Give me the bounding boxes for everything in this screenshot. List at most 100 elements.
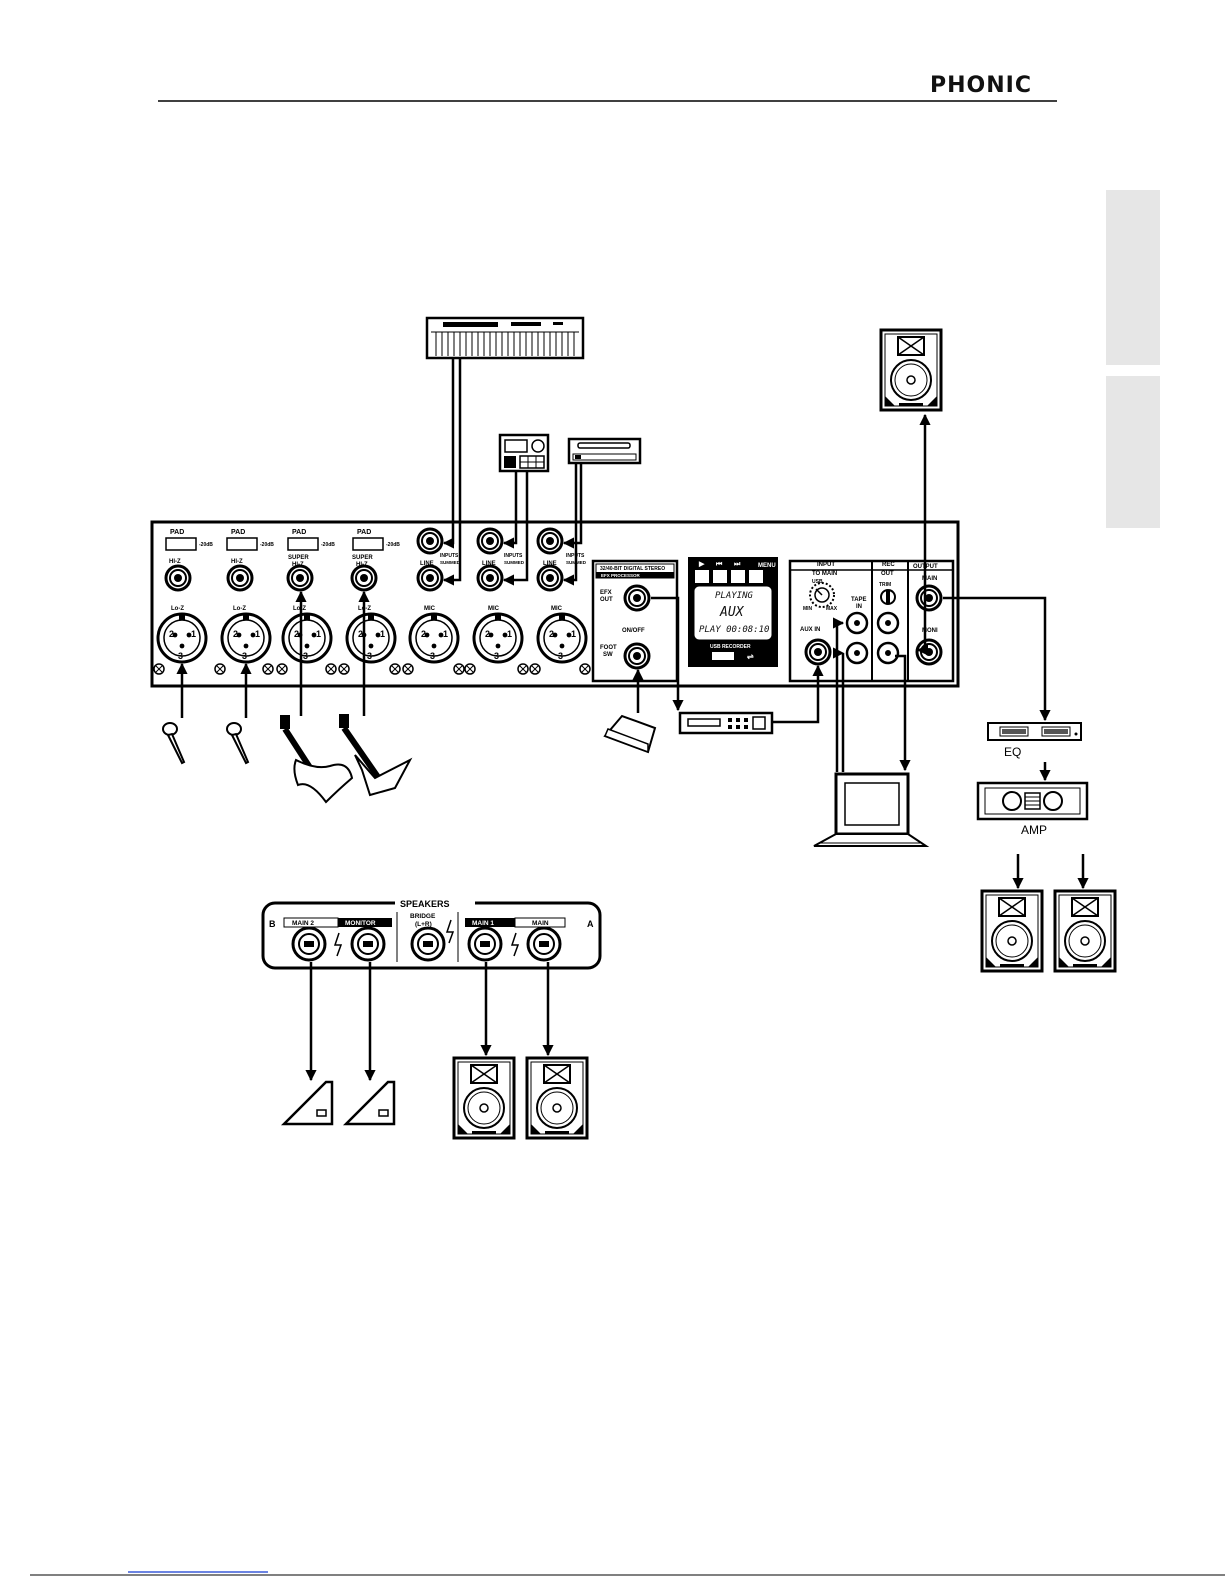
channel-4: PAD -20dB SUPER HI-Z Lo-Z — [338, 529, 401, 675]
prev-button[interactable] — [713, 570, 727, 583]
channel-a-label: A — [587, 919, 594, 929]
screw — [276, 663, 288, 675]
pad-switch[interactable] — [287, 537, 319, 551]
mic-label: MIC — [488, 606, 500, 612]
monitor-wedge-2 — [344, 1080, 396, 1126]
cd-player-device — [567, 437, 642, 465]
efx-out-jack[interactable] — [623, 584, 651, 612]
xlr-input[interactable] — [220, 612, 272, 664]
speakon-main1[interactable] — [467, 926, 503, 962]
screw — [262, 663, 274, 675]
efx-out-label: EFX — [600, 590, 612, 596]
drum-machine-device — [498, 433, 550, 473]
lcd-source: AUX — [719, 605, 745, 620]
mic-xlr[interactable] — [536, 612, 588, 664]
xlr-input[interactable] — [345, 612, 397, 664]
section-tab-lower — [1106, 376, 1160, 528]
rec-out-section: REC OUT TRIM — [876, 562, 900, 665]
screw — [517, 663, 529, 675]
effects-unit-device — [678, 711, 774, 735]
line-jack-right[interactable] — [476, 564, 504, 592]
hiz-jack[interactable] — [226, 564, 254, 592]
pad-value: -20dB — [386, 542, 400, 548]
line-label: LINE — [420, 561, 434, 567]
mic-xlr[interactable] — [472, 612, 524, 664]
usb-port[interactable] — [712, 652, 734, 660]
bridge-label: BRIDGE — [410, 913, 436, 920]
aux-in-jack[interactable] — [804, 638, 832, 666]
inputs-label: INPUTS — [440, 553, 459, 559]
super-hiz-jack[interactable] — [350, 564, 378, 592]
screw — [325, 663, 337, 675]
vocal-mic-1 — [162, 722, 186, 765]
screw — [338, 663, 350, 675]
bridge-label-2: (L+R) — [415, 921, 432, 928]
pad-switch[interactable] — [165, 537, 197, 551]
speakon-main2[interactable] — [291, 926, 327, 962]
screw — [214, 663, 226, 675]
speakon-bridge[interactable] — [410, 926, 446, 962]
amp-device — [976, 781, 1089, 821]
main1-label: MAIN 1 — [472, 920, 494, 927]
line-jack-left[interactable] — [536, 527, 564, 555]
lcd-status: PLAYING — [715, 591, 754, 601]
pad-switch[interactable] — [352, 537, 384, 551]
line-jack-left[interactable] — [416, 527, 444, 555]
usb-label: USB — [812, 579, 823, 585]
speakers-title: SPEAKERS — [400, 899, 450, 909]
speaker-output-panel: SPEAKERS B A MAIN 2 MONITOR MAIN 1 MAIN … — [261, 897, 602, 970]
hiz-jack[interactable] — [164, 564, 192, 592]
next-icon: ⏭ — [734, 561, 741, 568]
guitar-2 — [339, 714, 413, 797]
speakon-main[interactable] — [526, 926, 562, 962]
line-jack-right[interactable] — [536, 564, 564, 592]
main-a-label: MAIN — [532, 920, 549, 927]
channel-3: PAD -20dB SUPER HI-Z Lo-Z — [276, 529, 337, 675]
panel-speaker-main — [525, 1056, 589, 1140]
channel-2: PAD -20dB HI-Z Lo-Z — [214, 529, 274, 675]
pad-switch[interactable] — [226, 537, 258, 551]
tape-in-label: TAPE — [851, 597, 867, 603]
xlr-input[interactable] — [281, 612, 333, 664]
pad-label: PAD — [357, 529, 371, 536]
xlr-input[interactable] — [156, 612, 208, 664]
main-out-jack[interactable] — [915, 584, 943, 612]
menu-label: MENU — [758, 563, 776, 569]
next-button[interactable] — [731, 570, 745, 583]
super-label: SUPER — [288, 555, 309, 561]
screw — [529, 663, 541, 675]
aux-in-label: AUX IN — [800, 627, 820, 633]
foot-label: FOOT — [600, 645, 617, 651]
guitar-1 — [280, 715, 354, 804]
signal-cables — [176, 358, 1089, 1082]
vocal-mic-2 — [226, 722, 250, 765]
pad-label: PAD — [292, 529, 306, 536]
warning-bolt-icon — [445, 919, 455, 944]
panel-speaker-main1 — [452, 1056, 516, 1140]
mic-xlr[interactable] — [408, 612, 460, 664]
screw — [389, 663, 401, 675]
rec-out-label: REC — [882, 562, 895, 568]
monitor-label: MONITOR — [345, 920, 376, 927]
play-button[interactable] — [695, 570, 709, 583]
warning-bolt-icon — [333, 932, 343, 957]
line-jack-right[interactable] — [416, 564, 444, 592]
efx-out-label-2: OUT — [600, 597, 613, 603]
foot-label-2: SW — [603, 652, 613, 658]
menu-button[interactable] — [749, 570, 763, 583]
hiz-label: HI-Z — [169, 559, 181, 565]
brand-logo: PHONIC — [930, 73, 1032, 98]
super-label: SUPER — [352, 555, 373, 561]
line-jack-left[interactable] — [476, 527, 504, 555]
loz-label: Lo-Z — [293, 606, 306, 612]
input-to-main-label: INPUT — [817, 562, 835, 568]
max-label: MAX — [826, 606, 838, 612]
main2-label: MAIN 2 — [292, 920, 314, 927]
speakon-monitor[interactable] — [350, 926, 386, 962]
super-hiz-jack[interactable] — [286, 564, 314, 592]
moni-out-jack[interactable] — [915, 638, 943, 666]
efx-section: 32/40-BIT DIGITAL STEREO EFX PROCESSOR E… — [595, 563, 675, 670]
screw — [153, 663, 165, 675]
foot-switch-jack[interactable] — [623, 642, 651, 670]
channel-1: PAD -20dB HI-Z Lo-Z — [153, 529, 213, 675]
